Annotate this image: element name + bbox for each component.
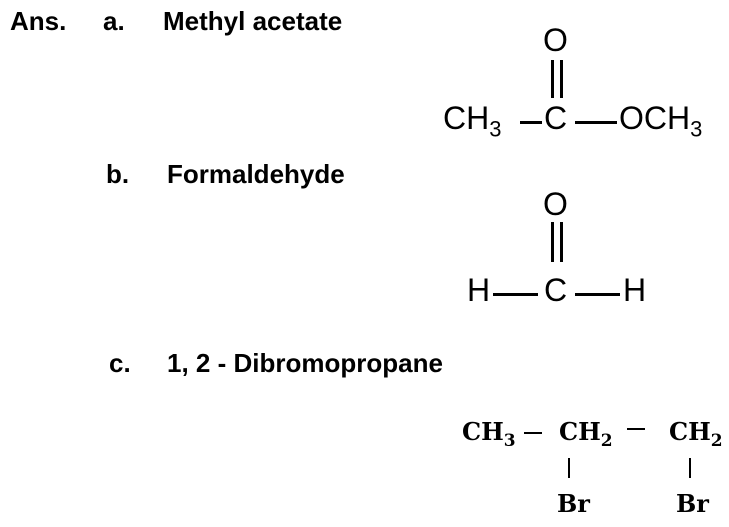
methylene-group-2: CH2 (669, 417, 723, 451)
methylene-group-1: CH2 (559, 417, 613, 451)
right-hydrogen: H (623, 272, 647, 308)
left-hydrogen: H (467, 272, 491, 308)
methyl-group: CH3 (462, 417, 516, 451)
double-bond-line-2 (560, 222, 563, 262)
single-bond-right (575, 121, 617, 124)
bond-to-bromine-2 (689, 458, 691, 478)
single-bond-left (493, 293, 538, 296)
carbonyl-carbon: C (544, 100, 568, 136)
item-c-name: 1, 2 - Dibromopropane (167, 348, 443, 378)
bond-to-bromine-1 (568, 458, 570, 478)
single-bond-right (575, 293, 620, 296)
carbonyl-oxygen: O (543, 22, 568, 58)
bond-1-2 (524, 432, 542, 434)
double-bond-line-2 (560, 60, 563, 98)
item-a-letter: a. (103, 6, 125, 36)
item-c-letter: c. (109, 348, 131, 378)
item-b-name: Formaldehyde (167, 159, 345, 189)
double-bond-line-1 (551, 222, 554, 262)
methoxy-group: OCH3 (619, 100, 703, 142)
item-b-letter: b. (106, 159, 130, 189)
bromine-1: Br (557, 489, 590, 518)
carbon: C (544, 272, 568, 308)
item-a-name: Methyl acetate (163, 6, 343, 36)
carbonyl-oxygen: O (543, 186, 568, 222)
bromine-2: Br (676, 489, 709, 518)
double-bond-line-1 (551, 60, 554, 98)
bond-2-3 (627, 428, 645, 430)
methyl-group: CH3 (443, 100, 502, 142)
single-bond-left (520, 121, 542, 124)
answer-label: Ans. (10, 6, 67, 36)
